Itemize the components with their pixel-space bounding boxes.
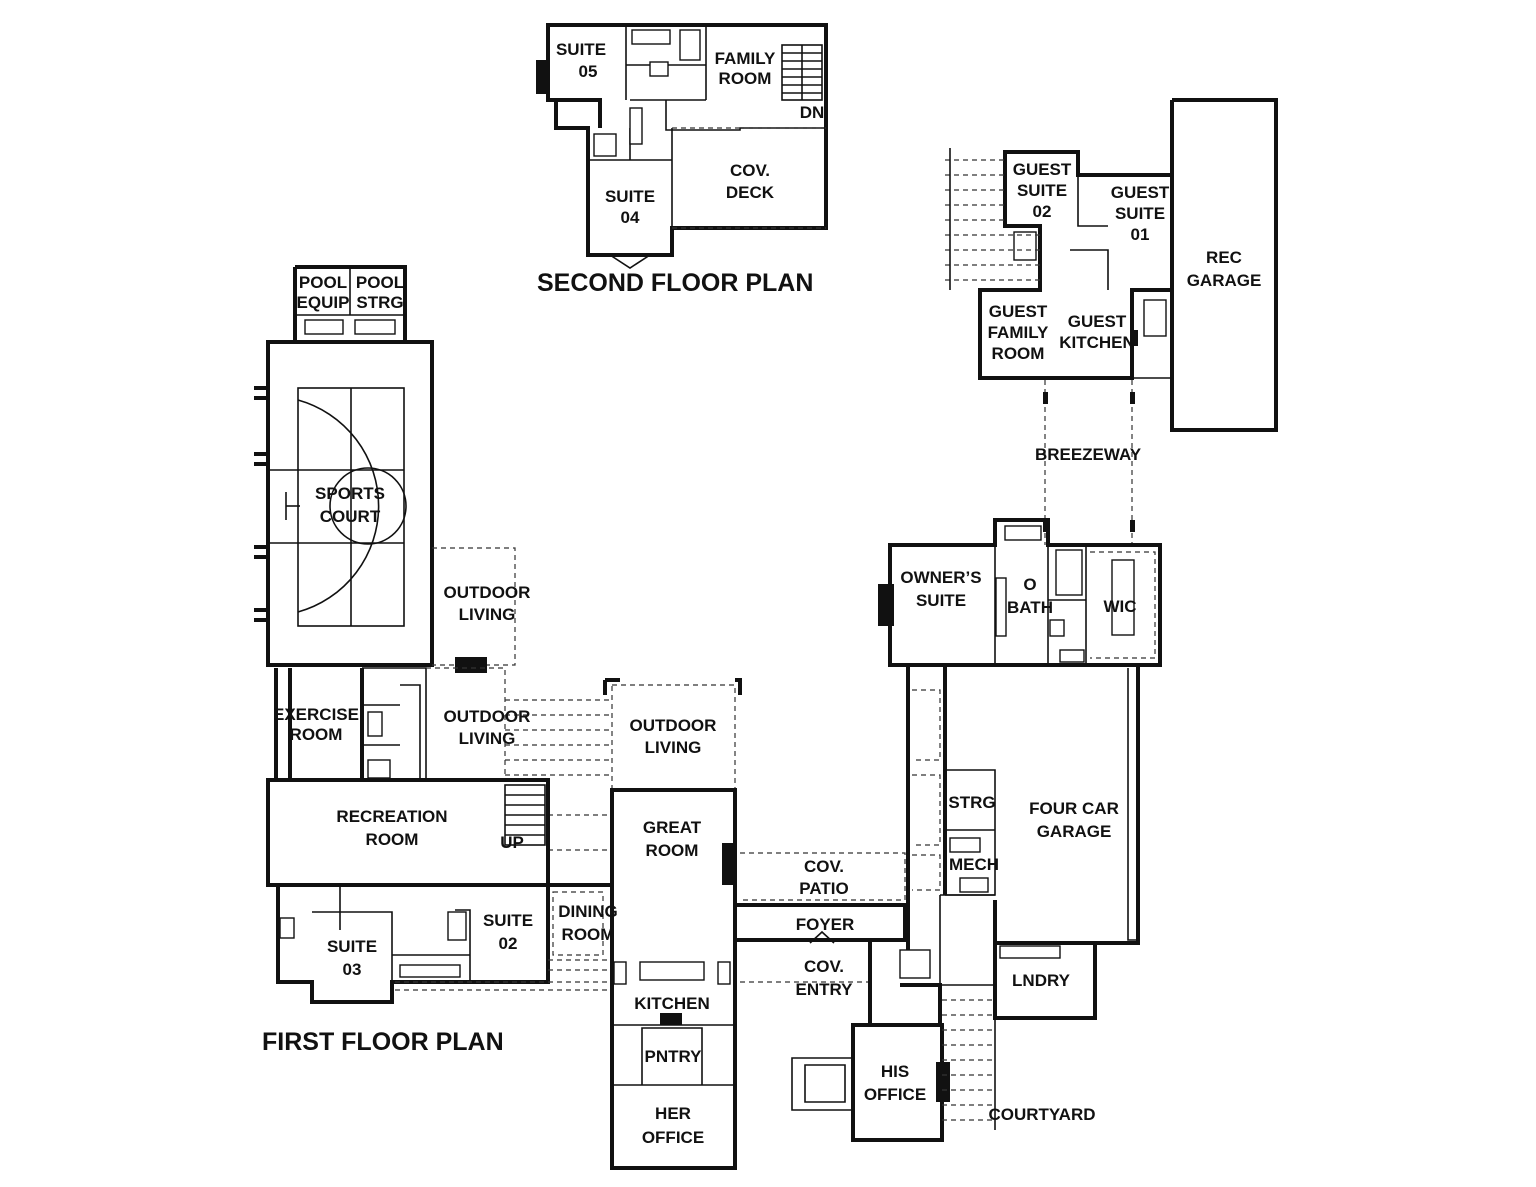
label-mech: MECH — [949, 855, 999, 874]
label-pntry: PNTRY — [645, 1047, 703, 1066]
label-up: UP — [500, 833, 524, 852]
label-cov-entry: COV.ENTRY — [796, 957, 854, 999]
second-floor-plan — [536, 23, 828, 269]
label-courtyard: COURTYARD — [988, 1105, 1095, 1124]
sports-court-wing — [254, 265, 434, 667]
first-floor-title: FIRST FLOOR PLAN — [262, 1028, 504, 1056]
label-wic: WIC — [1103, 597, 1136, 616]
label-foyer: FOYER — [796, 915, 855, 934]
label-cov-deck: COV.DECK — [726, 161, 775, 202]
breezeway-structure — [1043, 380, 1135, 545]
label-cov-patio: COV.PATIO — [799, 857, 848, 898]
label-dn: DN — [800, 103, 825, 122]
second-floor-title: SECOND FLOOR PLAN — [537, 269, 813, 297]
label-lndry: LNDRY — [1012, 971, 1071, 990]
fireplace-outdoor — [455, 657, 487, 673]
label-kitchen: KITCHEN — [634, 994, 710, 1013]
label-strg: STRG — [948, 793, 995, 812]
titles: SECOND FLOOR PLAN FIRST FLOOR PLAN — [262, 269, 813, 1056]
first-floor-plan — [266, 518, 1162, 1170]
label-breezeway: BREEZEWAY — [1035, 445, 1142, 464]
guest-house-plan — [945, 98, 1278, 432]
